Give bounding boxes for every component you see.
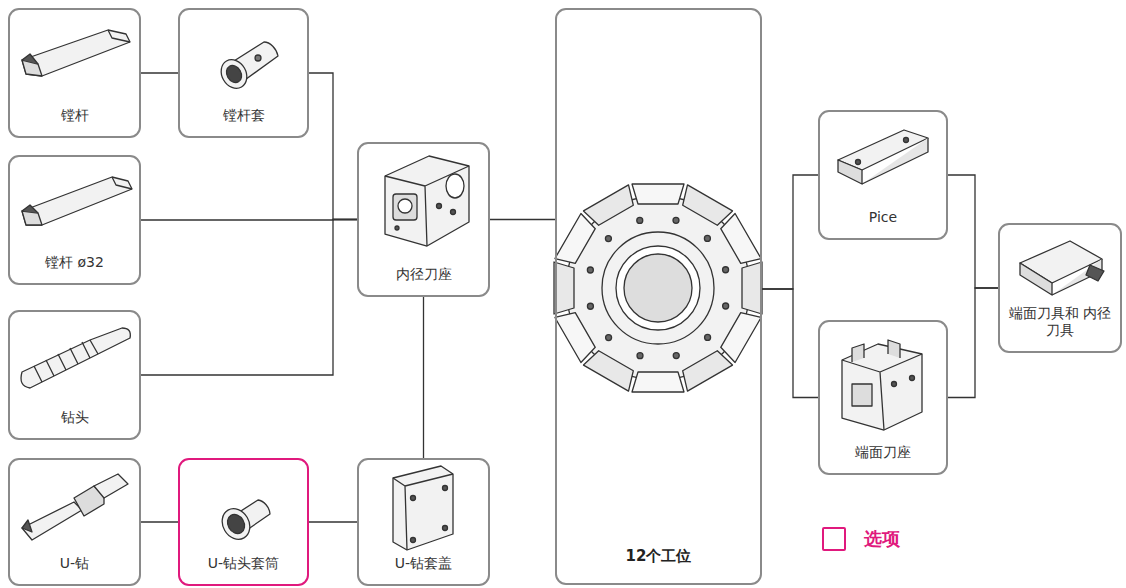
label-wrap: 内径刀座: [359, 266, 488, 283]
connector-line: [948, 288, 998, 398]
label-wrap: 镗杆: [10, 107, 139, 124]
label-wrap: 端面刀座: [820, 444, 946, 461]
component-name: 镗杆 ø32: [10, 254, 139, 271]
component-name: 钻头: [10, 409, 139, 426]
component-name: U-钻头套筒: [180, 555, 307, 572]
face-tool-icon: [1020, 241, 1104, 295]
connector-line: [762, 289, 818, 398]
component-name: 端面刀具和 内径刀具: [1000, 305, 1120, 339]
component-name: 镗杆套: [180, 107, 307, 124]
face-holder-icon: [842, 340, 922, 430]
label-wrap: Pice: [820, 209, 946, 226]
connector-line: [309, 73, 357, 220]
label-wrap: 镗杆 ø32: [10, 254, 139, 271]
component-name: U-钻: [10, 555, 139, 572]
component-name: 镗杆: [10, 107, 139, 124]
component-name: 12个工位: [557, 547, 760, 565]
drill-icon: [21, 328, 130, 388]
component-box: U-钻头套筒: [178, 458, 309, 586]
component-box: 端面刀具和 内径刀具: [998, 223, 1122, 353]
connector-line: [490, 219, 555, 220]
component-box: U-钻套盖: [357, 458, 490, 586]
connector-line: [762, 175, 818, 289]
label-wrap: 端面刀具和 内径刀具: [1000, 305, 1120, 339]
connector-line: [948, 175, 998, 288]
component-box: 内径刀座: [357, 142, 490, 297]
legend-swatch: [822, 527, 846, 551]
component-name: 内径刀座: [359, 266, 488, 283]
turret-box: 12个工位: [555, 8, 762, 585]
connector-line: [141, 521, 178, 522]
sleeve-icon: [217, 500, 270, 544]
label-wrap: U-钻: [10, 555, 139, 572]
component-box: 钻头: [8, 310, 141, 440]
label-wrap: U-钻套盖: [359, 555, 488, 572]
label-wrap: 12个工位: [557, 547, 760, 565]
connector-line: [141, 220, 357, 376]
cover-plate-icon: [393, 466, 453, 550]
legend-text: 选项: [864, 527, 900, 551]
connector-line: [309, 521, 357, 522]
legend: 选项: [822, 527, 900, 551]
component-name: Pice: [820, 209, 946, 226]
connector-line: [141, 219, 357, 221]
sleeve-icon: [216, 42, 278, 93]
component-box: 镗杆 ø32: [8, 155, 141, 285]
connector-line: [141, 72, 178, 73]
component-box: 镗杆: [8, 8, 141, 138]
turret-icon: [554, 184, 762, 392]
connector-line: [423, 297, 424, 458]
boring-bar-icon: [22, 30, 130, 76]
label-wrap: 镗杆套: [180, 107, 307, 124]
component-box: U-钻: [8, 458, 141, 586]
pice-icon: [838, 130, 928, 184]
label-wrap: 钻头: [10, 409, 139, 426]
label-wrap: U-钻头套筒: [180, 555, 307, 572]
component-box: 端面刀座: [818, 320, 948, 475]
component-name: U-钻套盖: [359, 555, 488, 572]
boring-bar-icon: [22, 177, 132, 225]
u-drill-icon: [22, 474, 128, 540]
component-box: Pice: [818, 110, 948, 240]
component-box: 镗杆套: [178, 8, 309, 138]
component-name: 端面刀座: [820, 444, 946, 461]
id-holder-icon: [385, 156, 469, 246]
